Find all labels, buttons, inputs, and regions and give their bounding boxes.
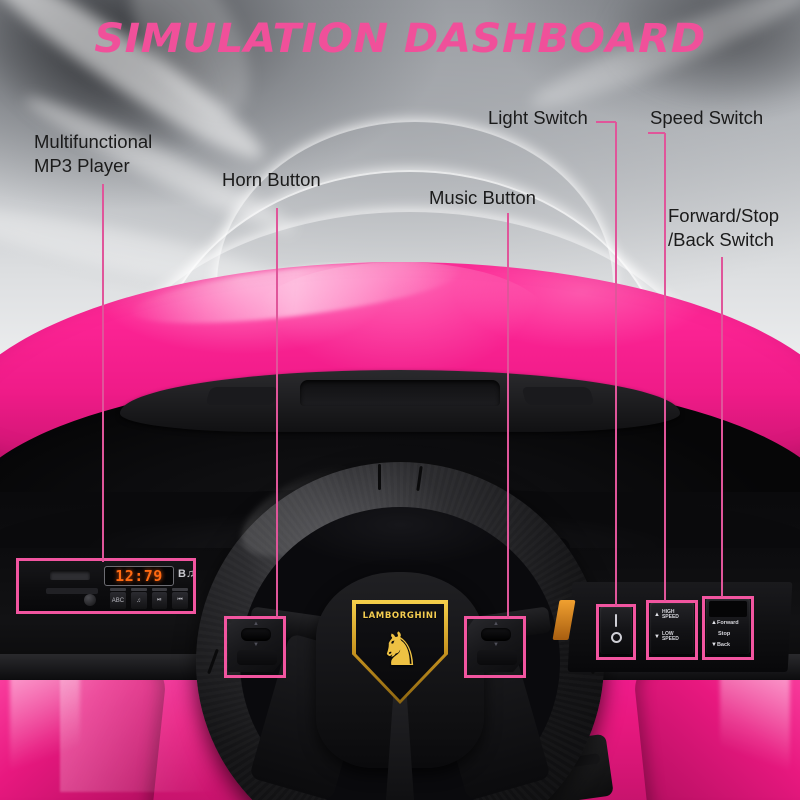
leader-line-horn <box>276 208 278 618</box>
fsb-stop-row: Stop <box>718 631 730 637</box>
light-switch-highlight-box <box>596 604 636 660</box>
fsb-stop-label: Stop <box>718 631 731 637</box>
mp3-indicator <box>151 588 168 591</box>
triangle-up-icon: ▲ <box>654 612 660 619</box>
light-switch[interactable] <box>600 606 632 654</box>
fsb-back-label: Back <box>716 642 731 648</box>
horn-button-highlight-box <box>224 616 286 678</box>
leader-elbow-light <box>596 121 616 123</box>
leader-line-fsb <box>721 257 723 597</box>
speed-low-label: LOW SPEED <box>661 631 679 643</box>
seat-highlight <box>10 672 80 800</box>
fsb-forward-label: Forward <box>716 620 739 626</box>
mp3-display-value: 12:79 <box>115 567 163 585</box>
cowl-notch-right <box>521 387 595 405</box>
mp3-indicator <box>130 588 147 591</box>
mp3-indicator <box>172 588 188 591</box>
chevron-down-icon: ▼ <box>253 642 259 648</box>
badge-wordmark: LAMBORGHINI <box>362 611 438 621</box>
seat-highlight <box>720 672 790 800</box>
volume-knob[interactable] <box>84 594 96 606</box>
fsb-switch-highlight-box <box>702 596 754 660</box>
rim-seam <box>378 464 381 490</box>
chevron-up-icon: ▲ <box>493 621 499 627</box>
callout-label-mp3: Multifunctional MP3 Player <box>34 131 153 176</box>
mp3-button[interactable]: ⏮ <box>172 592 188 609</box>
leader-elbow-speed <box>648 132 665 134</box>
power-off-symbol <box>611 632 622 643</box>
fsb-forward-row: ▲Forward <box>711 620 739 626</box>
cowl-vent <box>300 380 500 406</box>
page-title: SIMULATION DASHBOARD <box>94 16 706 62</box>
ride-on-car-photo: S X 000158 km 03:28 10 ❮ ❯ <box>0 262 800 800</box>
mp3-display-bezel <box>104 566 174 586</box>
mp3-player-highlight-box <box>16 558 196 614</box>
triangle-down-icon: ▼ <box>654 634 660 641</box>
callout-label-horn: Horn Button <box>222 169 321 190</box>
mp3-indicator <box>110 588 126 591</box>
speed-low-row: ▼ LOW SPEED <box>654 631 679 643</box>
leader-line-speed <box>664 133 666 601</box>
mp3-indicator-row <box>110 588 188 592</box>
power-on-symbol <box>615 614 618 627</box>
chevron-down-icon: ▼ <box>493 642 499 648</box>
mp3-button[interactable]: ♫ <box>130 592 147 609</box>
triangle-up-icon: ▲ <box>711 620 717 626</box>
mp3-button[interactable]: ⏯ <box>151 592 168 609</box>
leader-line-music <box>507 213 509 618</box>
music-button-lower-pad[interactable] <box>477 650 517 665</box>
mp3-button[interactable]: ABC <box>110 592 126 609</box>
music-button[interactable]: ▲ ▼ <box>468 616 526 672</box>
callout-label-fsb: Forward/Stop /Back Switch <box>668 205 780 250</box>
mp3-button-row: ABC ♫ ⏯ ⏮ <box>110 592 188 610</box>
speed-switch-highlight-box <box>646 600 698 660</box>
fsb-indicator-window <box>709 601 747 617</box>
callout-label-music: Music Button <box>429 187 536 208</box>
horn-button-pill[interactable] <box>241 628 271 641</box>
speed-switch[interactable] <box>650 602 694 654</box>
lamborghini-badge: LAMBORGHINI ♞ <box>352 600 448 704</box>
callout-label-light: Light Switch <box>488 107 588 128</box>
leader-line-light <box>615 122 617 606</box>
callout-label-speed: Speed Switch <box>650 107 764 128</box>
sd-card-slot[interactable] <box>46 588 98 594</box>
speed-high-label: HIGH SPEED <box>661 609 679 621</box>
speed-high-row: ▲ HIGH SPEED <box>654 609 679 621</box>
music-button-pill[interactable] <box>481 628 511 641</box>
raging-bull-icon: ♞ <box>379 623 421 675</box>
horn-button-lower-pad[interactable] <box>237 650 277 665</box>
horn-button[interactable]: ▲ ▼ <box>228 616 286 672</box>
bluetooth-icon: B♫ <box>178 568 195 580</box>
chevron-up-icon: ▲ <box>253 621 259 627</box>
usb-port[interactable] <box>50 570 90 580</box>
music-button-highlight-box <box>464 616 526 678</box>
fsb-back-row: ▼Back <box>711 642 730 648</box>
cowl-notch-left <box>205 387 279 405</box>
smoke-wisp <box>600 0 800 110</box>
triangle-down-icon: ▼ <box>711 642 717 648</box>
leader-line-mp3 <box>102 184 104 562</box>
